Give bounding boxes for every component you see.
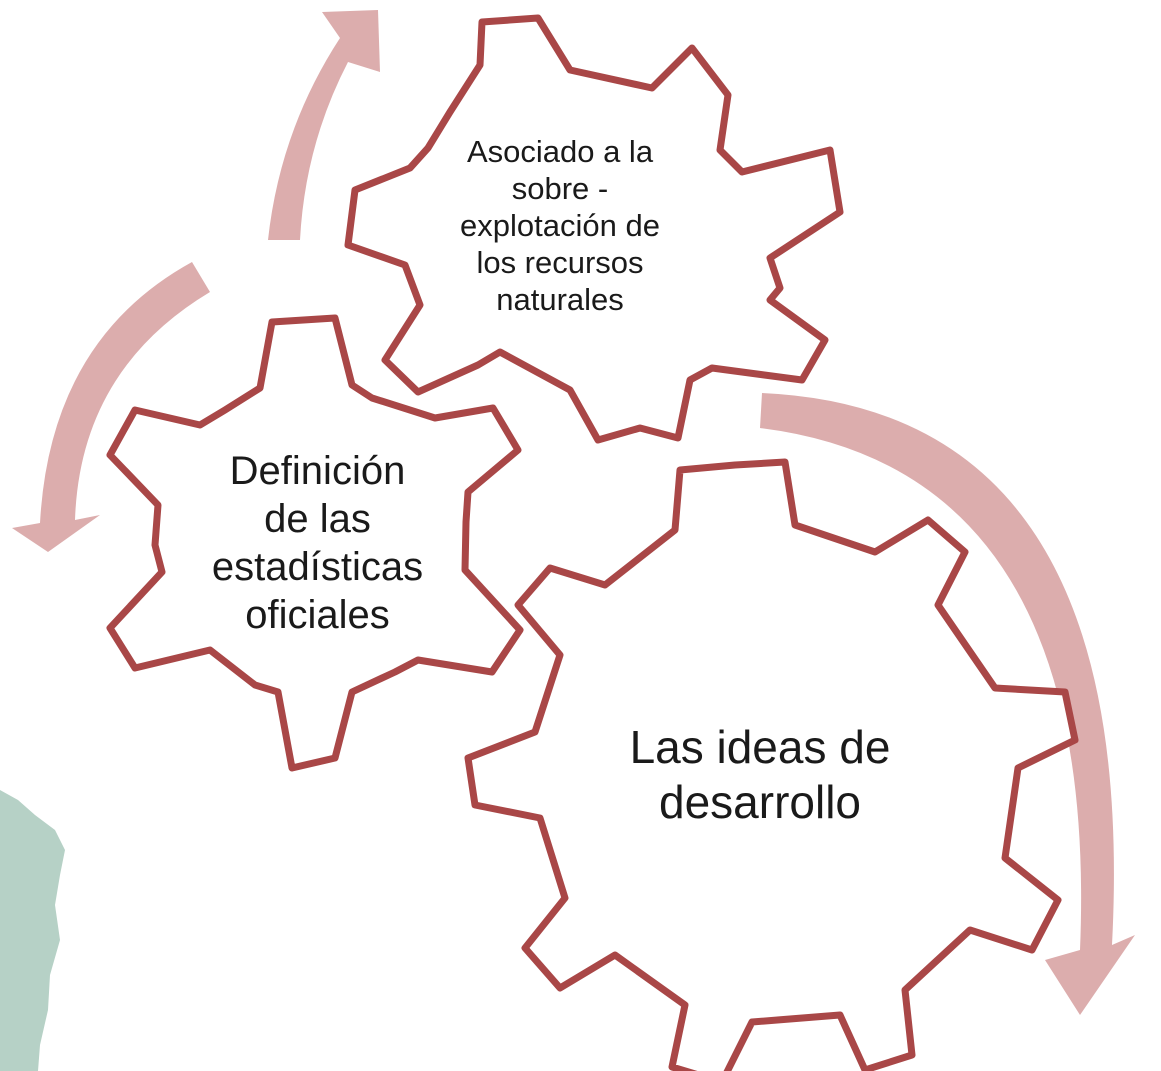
gear-top: [344, 14, 844, 444]
gear-left: [106, 314, 524, 772]
arrow-left: [12, 262, 210, 552]
gear-big: [464, 458, 1079, 1071]
arrow-top: [268, 10, 380, 240]
gear-top-label: Asociado a la sobre - explotación de los…: [460, 133, 660, 318]
arrow-right: [760, 393, 1135, 1015]
land-shape: [0, 790, 65, 1071]
gear-big-label: Las ideas de desarrollo: [629, 720, 891, 828]
gear-left-label: Definición de las estadísticas oficiales: [211, 448, 424, 637]
